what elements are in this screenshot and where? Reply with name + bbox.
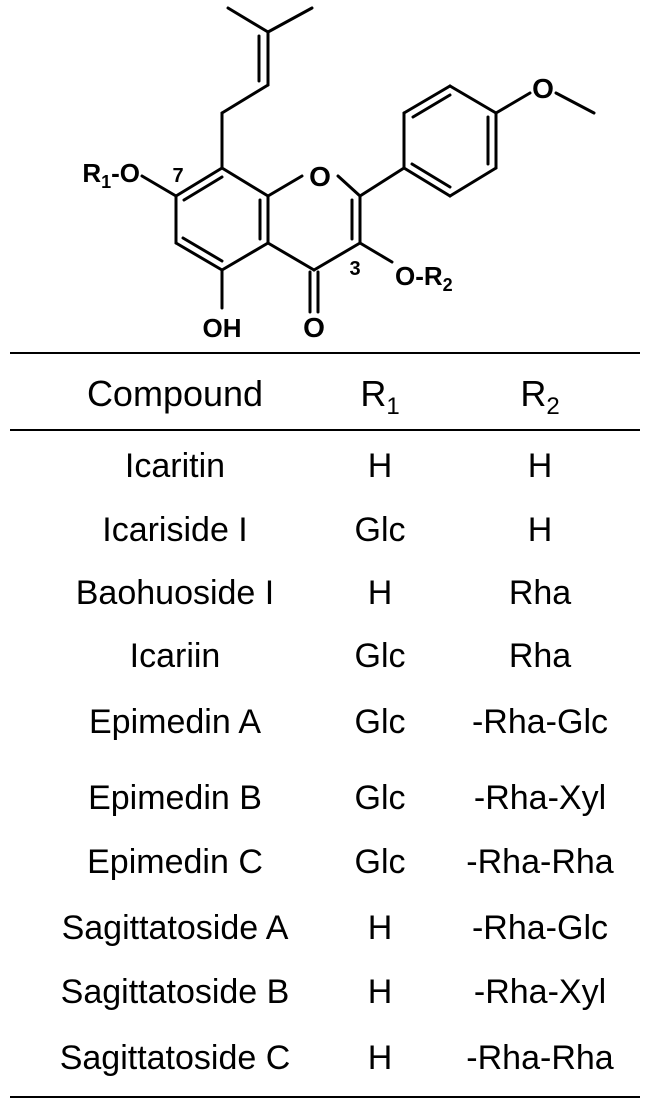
compound-name-cell: Epimedin C	[87, 843, 263, 881]
bond-c7-c8	[174, 166, 224, 198]
r1-cell: H	[367, 909, 393, 947]
bond-c5p-c6p	[448, 166, 498, 198]
position-7-label: 7	[172, 165, 183, 187]
table-row: Sagittatoside A H -Rha-Glc	[0, 908, 650, 948]
bond-c3-o	[358, 241, 394, 264]
r2-cell: Rha	[508, 637, 572, 675]
ring-oxygen-label: O	[309, 161, 331, 192]
table-bottom-rule	[10, 1096, 640, 1098]
bond-c3-c4	[312, 241, 362, 272]
r1-cell: Glc	[354, 703, 406, 741]
table-row: Icariin Glc Rha	[0, 636, 650, 676]
header-compound: Compound	[86, 373, 264, 414]
bond-c4-c4a	[266, 241, 316, 272]
bond-c2-c1p	[358, 166, 406, 198]
r2-cell: H	[527, 447, 553, 485]
compound-name-cell: Baohuoside I	[75, 574, 275, 612]
compound-name-cell: Sagittatoside C	[59, 1039, 291, 1077]
table-row: Sagittatoside B H -Rha-Xyl	[0, 972, 650, 1012]
r2-cell: -Rha-Glc	[471, 703, 609, 741]
chemical-structure: O O O OH 7 3 R1-O O-R2	[82, 6, 596, 343]
bond-c4p-o	[494, 91, 532, 115]
bond-c8a-o1	[266, 174, 304, 198]
bond-o-ch3	[554, 91, 596, 115]
bond-c7-o	[140, 174, 178, 198]
table-row: Epimedin C Glc -Rha-Rha	[0, 842, 650, 882]
bond-o1-c2	[336, 174, 362, 198]
header-r1: R1	[360, 373, 400, 420]
bond-c6p-c1p-inner	[410, 162, 452, 189]
bond-prenyl-methyl-left	[226, 6, 270, 34]
methoxy-oxygen-label: O	[532, 73, 554, 104]
r1-cell: H	[367, 447, 393, 485]
compound-name-cell: Icariside I	[102, 511, 248, 549]
r1-cell: Glc	[354, 779, 406, 817]
r1-substituent-label: R1-O	[82, 158, 140, 192]
table-row: Epimedin A Glc -Rha-Glc	[0, 702, 650, 742]
bond-c2p-c3p	[402, 84, 452, 115]
r2-cell: -Rha-Rha	[466, 1039, 614, 1077]
r1-cell: Glc	[354, 843, 406, 881]
hydroxyl-label: OH	[203, 313, 242, 343]
table-row: Icaritin H H	[0, 446, 650, 486]
bond-c5-c6-inner	[181, 236, 224, 263]
bond-c5-c6	[174, 241, 224, 272]
bond-c2p-c3p-inner	[411, 93, 452, 119]
bond-c4a-c5	[220, 241, 270, 272]
table-row: Icariside I Glc H	[0, 510, 650, 550]
r2-substituent-label: O-R2	[395, 261, 453, 295]
bond-prenyl-methyl-right	[266, 6, 314, 34]
bond-c8-c8a	[220, 166, 270, 198]
r2-cell: -Rha-Rha	[466, 843, 614, 881]
bond-c3p-c4p	[448, 84, 498, 115]
compound-name-cell: Epimedin B	[88, 779, 262, 817]
table-top-rule	[10, 352, 640, 354]
r1-cell: H	[367, 574, 393, 612]
bond-c7-c8-inner	[182, 175, 224, 202]
r2-cell: -Rha-Xyl	[473, 973, 607, 1011]
bond-prenyl-ch	[220, 83, 270, 115]
compound-name-cell: Epimedin A	[89, 703, 261, 741]
header-r2: R2	[520, 373, 560, 420]
compound-name-cell: Sagittatoside B	[60, 973, 290, 1011]
r2-cell: -Rha-Xyl	[473, 779, 607, 817]
r1-cell: Glc	[354, 637, 406, 675]
bond-c6p-c1p	[402, 166, 452, 198]
table-row: Baohuoside I H Rha	[0, 573, 650, 613]
r2-cell: Rha	[508, 574, 572, 612]
carbonyl-oxygen-label: O	[303, 312, 325, 343]
r2-cell: -Rha-Glc	[471, 909, 609, 947]
r2-cell: H	[527, 511, 553, 549]
table-row: Sagittatoside C H -Rha-Rha	[0, 1038, 650, 1078]
position-3-label: 3	[349, 258, 360, 280]
r1-cell: H	[367, 1039, 393, 1077]
r1-cell: H	[367, 973, 393, 1011]
table-header-rule	[10, 429, 640, 431]
compound-name-cell: Icariin	[129, 637, 221, 675]
table-row: Epimedin B Glc -Rha-Xyl	[0, 778, 650, 818]
compound-name-cell: Icaritin	[124, 447, 226, 485]
r1-cell: Glc	[354, 511, 406, 549]
compound-name-cell: Sagittatoside A	[61, 909, 289, 947]
